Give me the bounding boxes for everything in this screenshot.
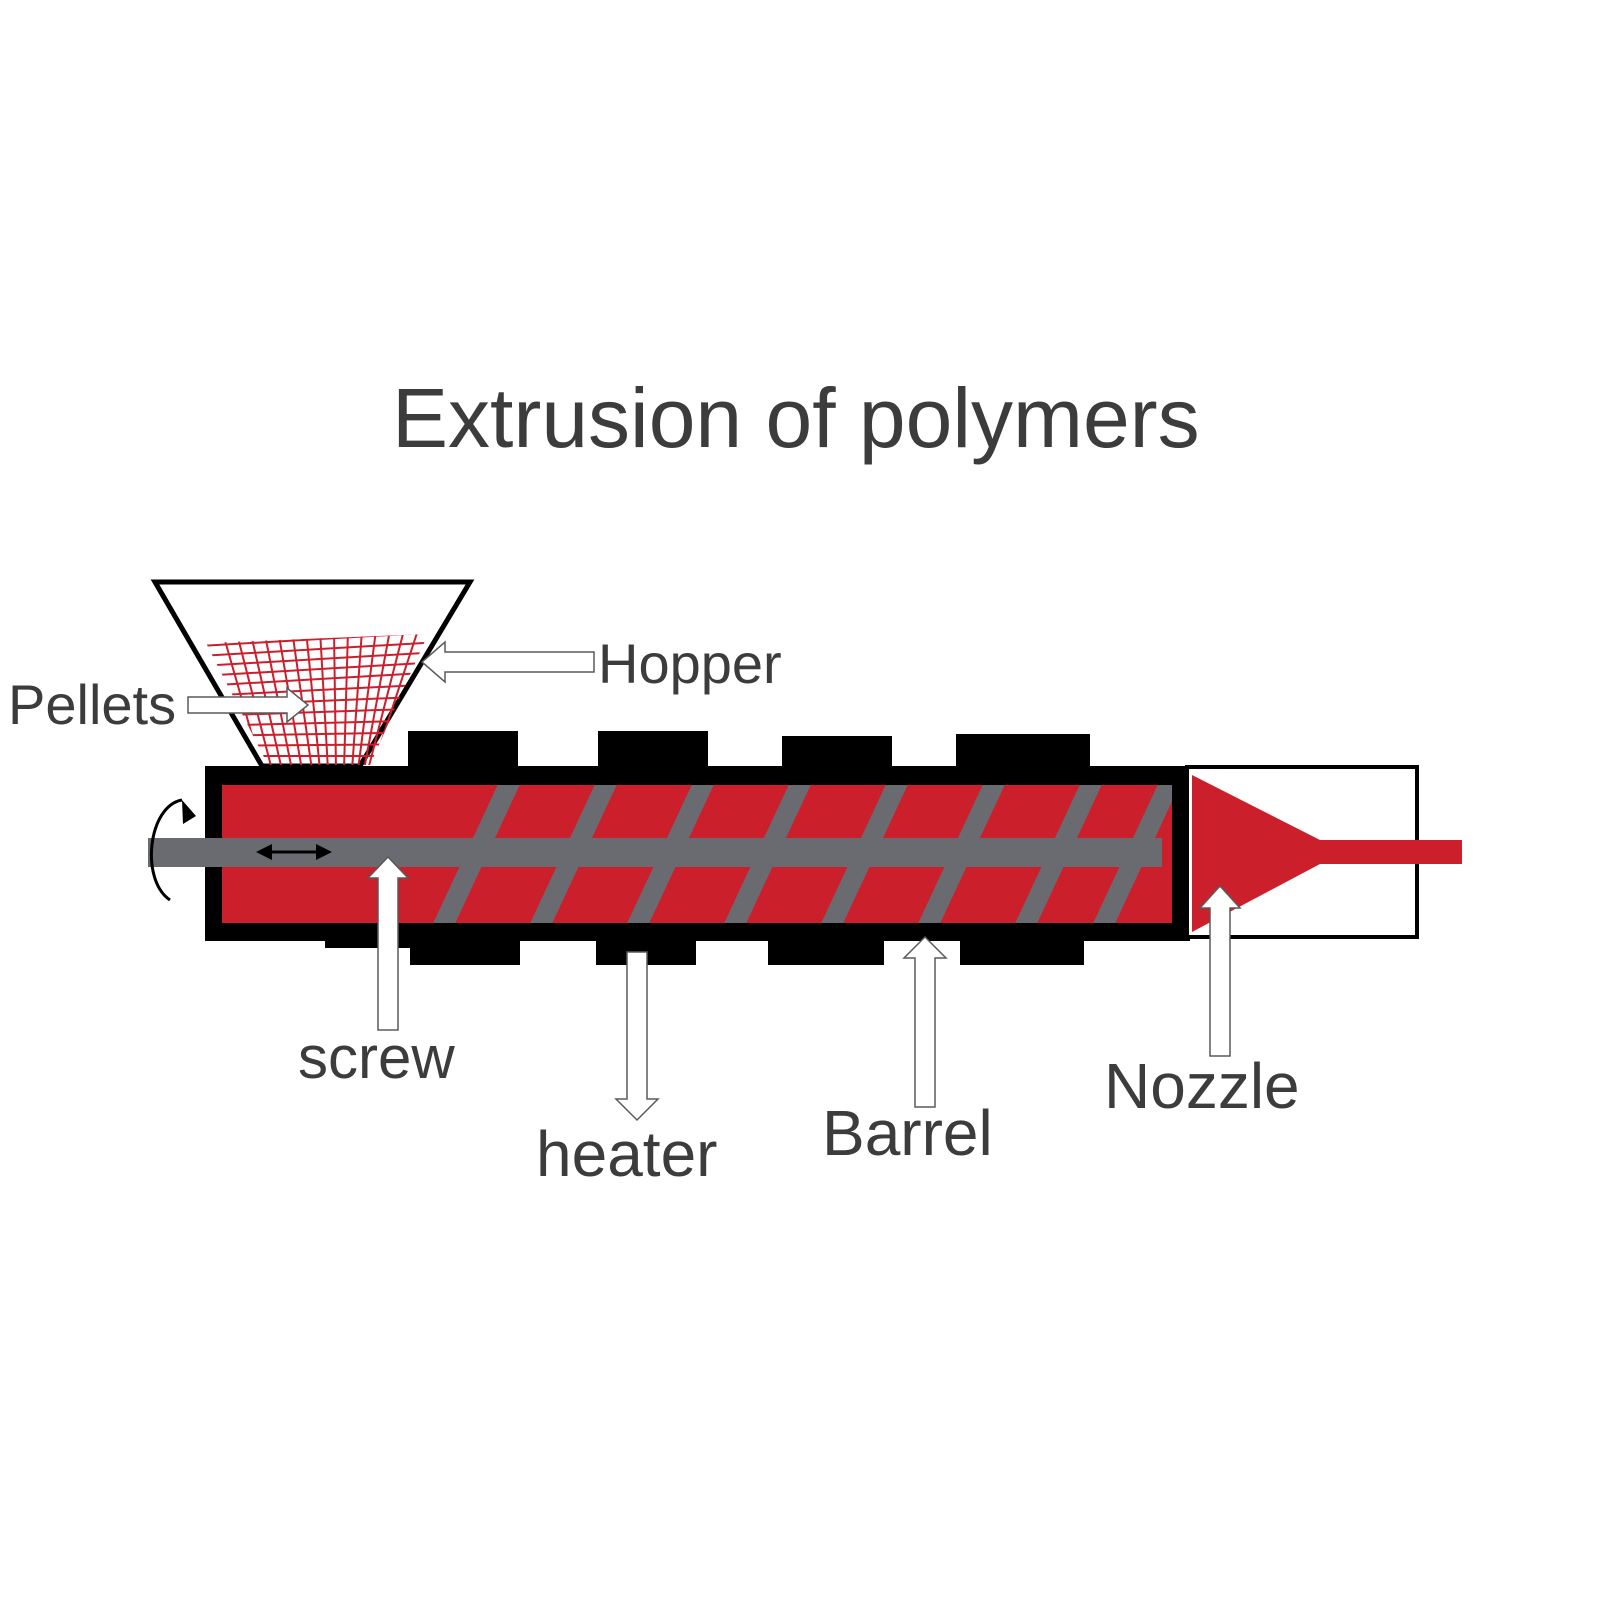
label-barrel: Barrel <box>822 1097 993 1169</box>
pellets-arrow <box>187 686 310 724</box>
label-heater: heater <box>536 1118 717 1190</box>
hopper-arrow <box>420 640 595 684</box>
heater-arrow <box>614 951 660 1122</box>
nozzle-arrow <box>1198 884 1242 1057</box>
barrel-arrow <box>902 935 948 1108</box>
label-hopper: Hopper <box>598 632 782 695</box>
label-screw: screw <box>298 1024 455 1091</box>
rotation-arrow-icon <box>150 798 196 902</box>
screw-arrow <box>366 855 410 1031</box>
extrudate <box>1318 840 1462 864</box>
label-pellets: Pellets <box>8 673 176 736</box>
axial-motion-icon <box>256 844 332 860</box>
heater-bands-top <box>408 731 1090 771</box>
label-nozzle: Nozzle <box>1104 1050 1300 1122</box>
diagram-title: Extrusion of polymers <box>392 371 1200 465</box>
